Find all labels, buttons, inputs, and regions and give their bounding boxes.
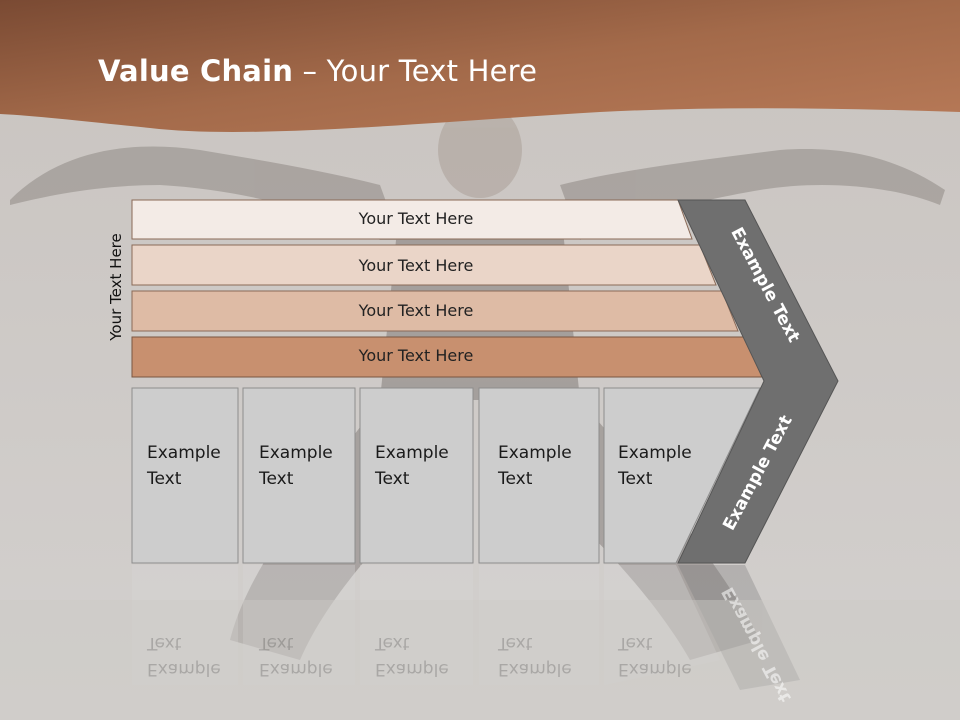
box-shape-5 bbox=[603, 387, 761, 564]
band-label-3: Your Text Here bbox=[358, 301, 474, 320]
chevron-shape bbox=[677, 199, 839, 564]
box-reflection-1: Example Text bbox=[147, 630, 221, 682]
box-reflection-2: Example Text bbox=[259, 630, 333, 682]
box-reflection-5-line-1: Example bbox=[618, 659, 692, 679]
band-shape-2 bbox=[131, 244, 717, 286]
box-2-line-1: Example bbox=[259, 443, 333, 463]
box-reflection-2-line-2: Text bbox=[259, 633, 294, 653]
box-3-line-2: Text bbox=[375, 469, 410, 489]
band-label-4: Your Text Here bbox=[358, 346, 474, 365]
side-label: Your Text Here bbox=[107, 233, 125, 341]
title-bold: Value Chain bbox=[98, 54, 294, 88]
slide-title: Value Chain – Your Text Here bbox=[98, 54, 537, 88]
box-reflection-4: Example Text bbox=[498, 630, 572, 682]
box-4-line-2: Text bbox=[498, 469, 533, 489]
box-reflection-3-line-1: Example bbox=[375, 659, 449, 679]
box-1-line-1: Example bbox=[147, 443, 221, 463]
band-shape-1 bbox=[131, 199, 693, 240]
band-shape-3 bbox=[131, 290, 739, 332]
box-reflection-1-line-2: Text bbox=[147, 633, 182, 653]
box-shape-3 bbox=[359, 387, 474, 564]
box-reflection-1-line-1: Example bbox=[147, 659, 221, 679]
box-label-5: Example Text bbox=[618, 440, 692, 492]
box-shape-1 bbox=[131, 387, 239, 564]
box-label-1: Example Text bbox=[147, 440, 221, 492]
band-label-1: Your Text Here bbox=[358, 209, 474, 228]
box-5-line-1: Example bbox=[618, 443, 692, 463]
box-3-line-1: Example bbox=[375, 443, 449, 463]
box-label-2: Example Text bbox=[259, 440, 333, 492]
box-reflection-5: Example Text bbox=[618, 630, 692, 682]
box-shape-2 bbox=[242, 387, 356, 564]
box-reflection-4-line-1: Example bbox=[498, 659, 572, 679]
box-label-4: Example Text bbox=[498, 440, 572, 492]
box-2-line-2: Text bbox=[259, 469, 294, 489]
box-reflection-3-line-2: Text bbox=[375, 633, 410, 653]
box-1-line-2: Text bbox=[147, 469, 182, 489]
box-4-line-1: Example bbox=[498, 443, 572, 463]
band-label-2: Your Text Here bbox=[358, 256, 474, 275]
box-reflection-3: Example Text bbox=[375, 630, 449, 682]
title-rest: – Your Text Here bbox=[293, 54, 538, 88]
box-shape-4 bbox=[478, 387, 600, 564]
box-reflection-4-line-2: Text bbox=[498, 633, 533, 653]
box-5-line-2: Text bbox=[618, 469, 653, 489]
box-reflection-5-line-2: Text bbox=[618, 633, 653, 653]
box-reflection-2-line-1: Example bbox=[259, 659, 333, 679]
box-label-3: Example Text bbox=[375, 440, 449, 492]
